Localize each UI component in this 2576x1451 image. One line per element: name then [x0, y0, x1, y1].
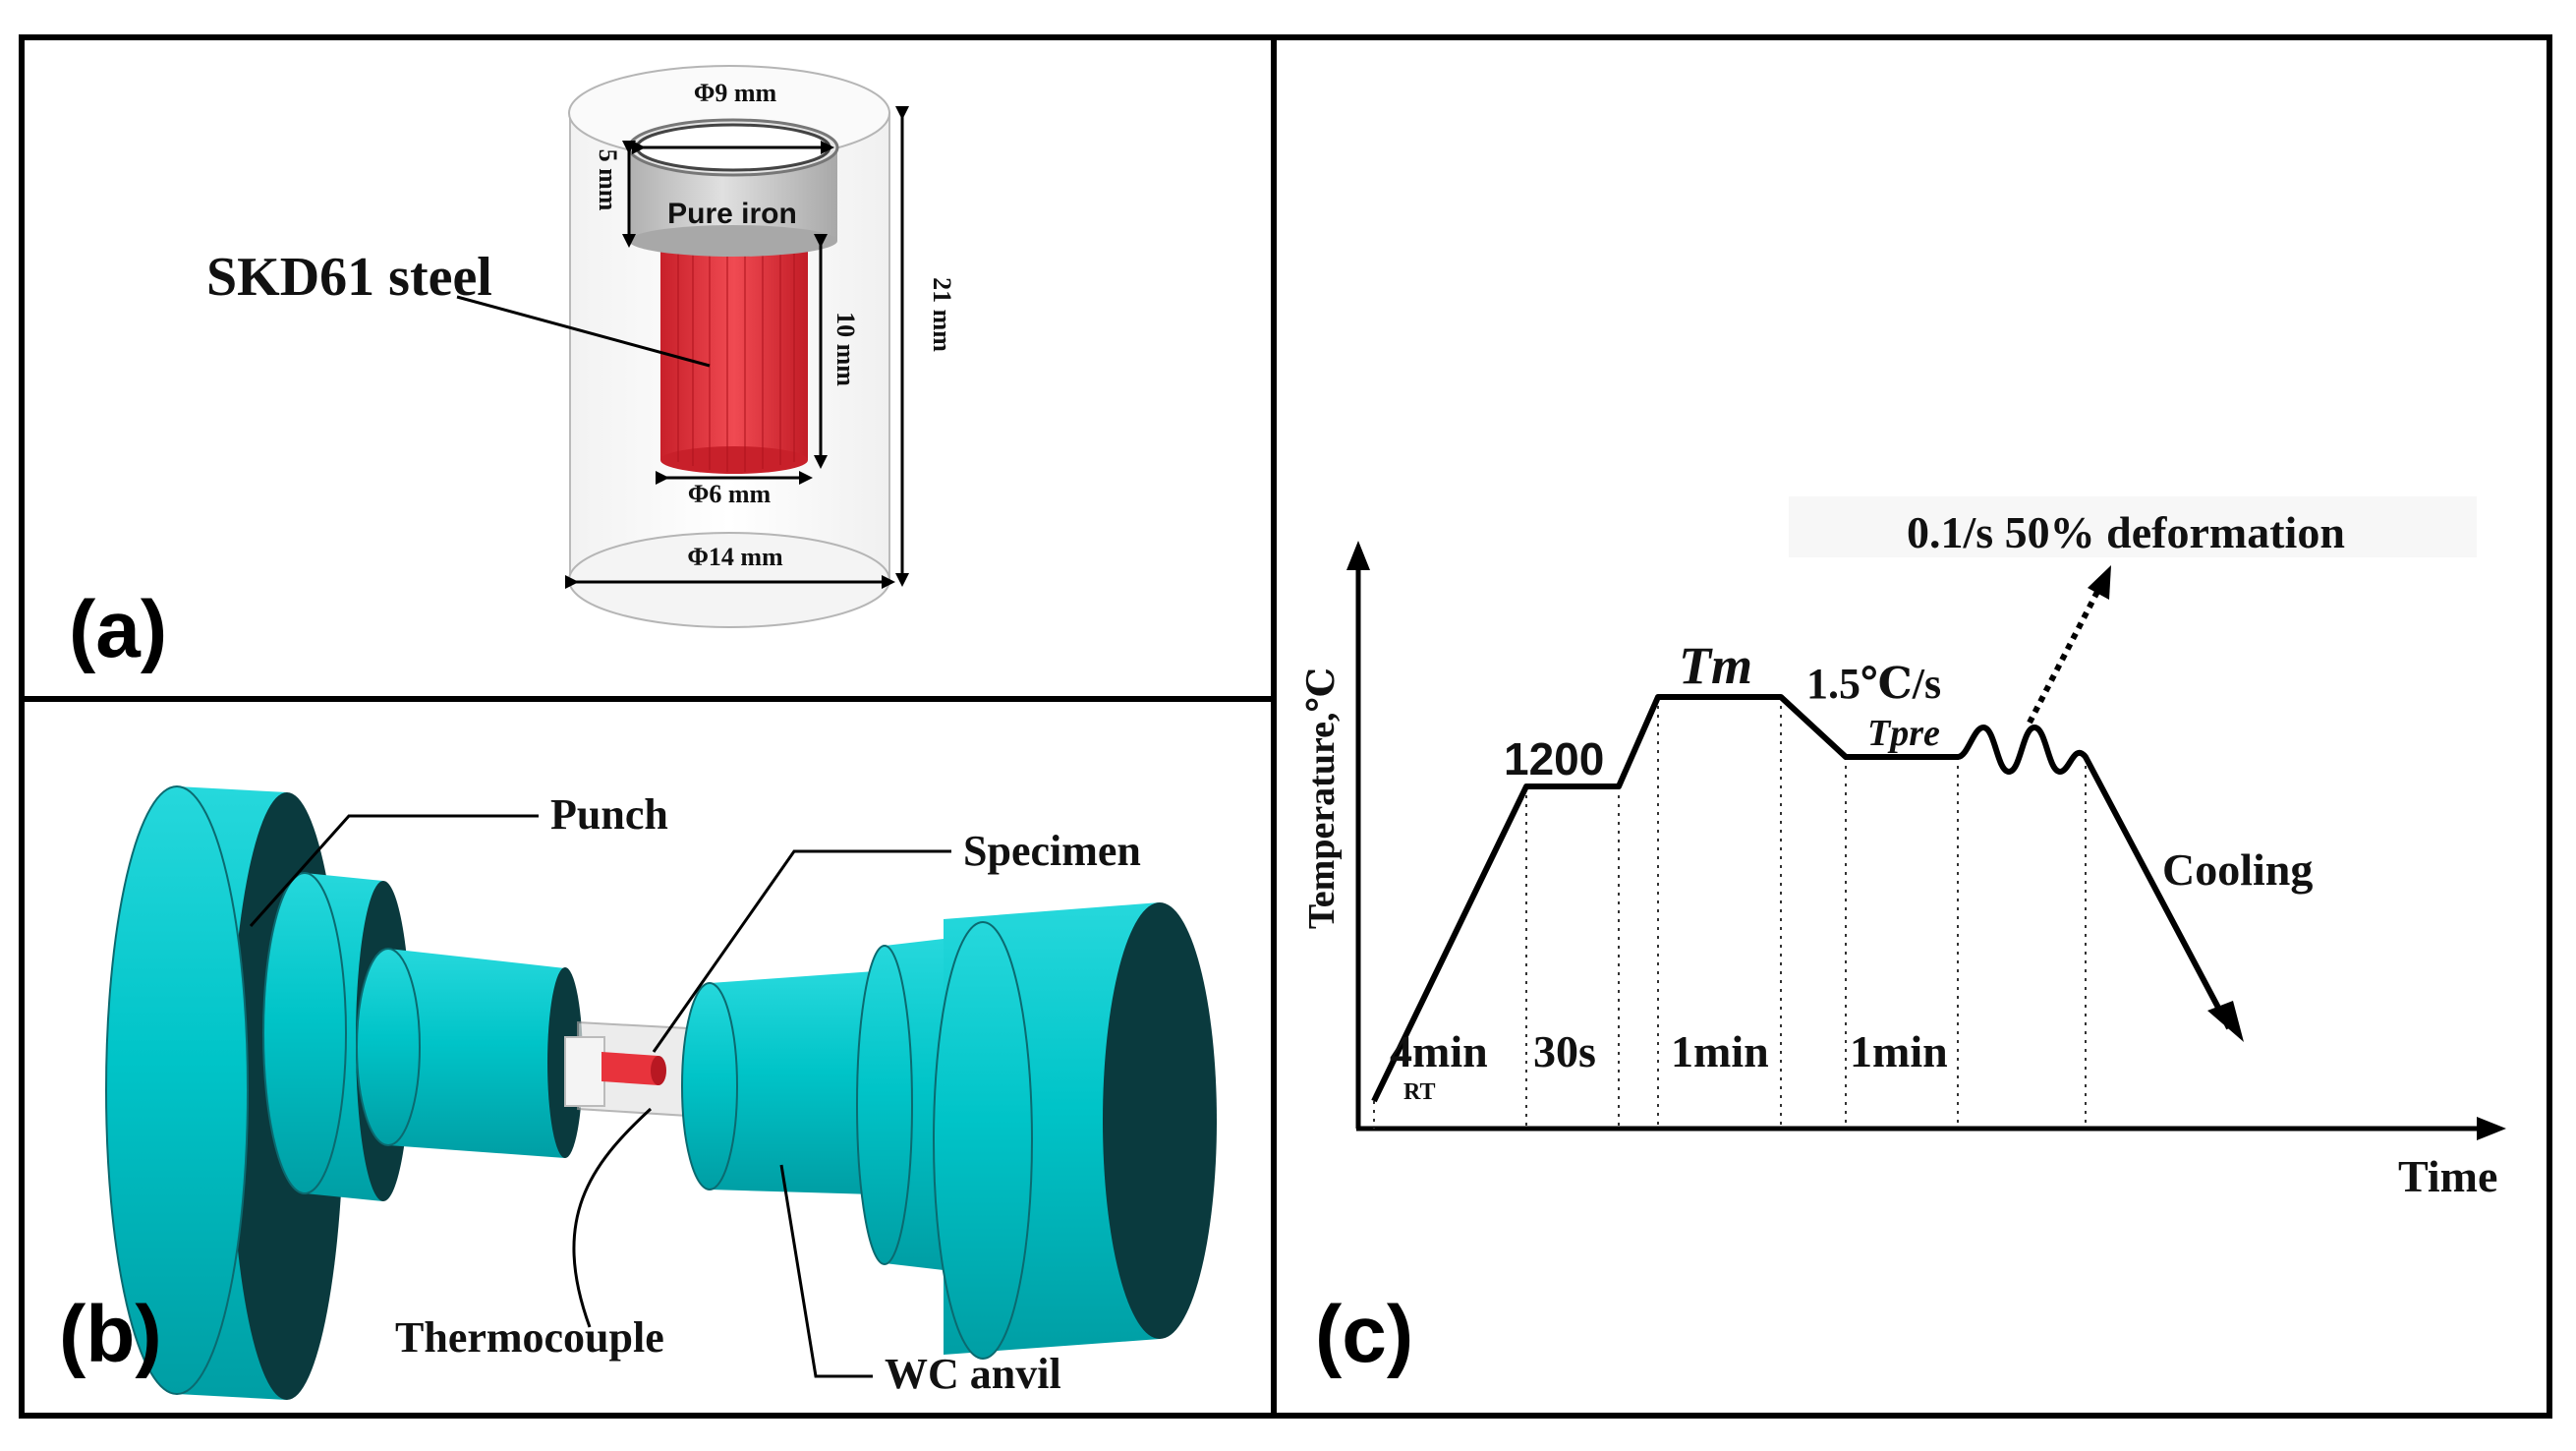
segment-guides [1373, 697, 2087, 1129]
leader-lines [249, 814, 951, 1378]
panel-b-letter: (b) [59, 1290, 162, 1379]
iron-label: Pure iron [667, 198, 797, 230]
segment-label-30s: 30s [1533, 1026, 1596, 1076]
temperature-profile [1371, 694, 2229, 1103]
anvil-shaft [681, 971, 875, 1194]
deformation-arrow-line [2027, 588, 2101, 725]
panel-a-letter: (a) [69, 585, 167, 674]
dim-total-height: 21 mm [928, 277, 956, 352]
dim-steel-height: 10 mm [831, 312, 860, 386]
anvil-disk-large [933, 902, 1217, 1360]
deformation-label: 0.1/s 50% deformation [1907, 507, 2345, 557]
anvil-disk-small [856, 939, 944, 1270]
panel-c: 0.1/s 50% deformation 1200 Tm 1.5℃/s Tpr… [1301, 496, 2506, 1379]
segment-label-1min-b: 1min [1850, 1026, 1948, 1076]
punch-label: Punch [550, 790, 668, 839]
label-tpre: Tpre [1867, 713, 1940, 754]
label-tm: Tm [1679, 636, 1752, 695]
y-axis-arrow [1346, 541, 1370, 570]
panel-b: Punch Specimen Thermocouple WC anvil (b) [59, 785, 1217, 1400]
y-axis-label: Temperature,℃ [1301, 667, 1343, 929]
specimen-label: Specimen [963, 827, 1141, 875]
label-rt: RT [1403, 1079, 1436, 1105]
specimen [564, 1020, 689, 1118]
panel-c-letter: (c) [1315, 1290, 1413, 1379]
dim-iron-height: 5 mm [594, 149, 622, 211]
thermocouple-label: Thermocouple [395, 1313, 664, 1362]
dim-steel-diameter: Φ6 mm [688, 480, 772, 508]
punch-disk-large [105, 785, 344, 1400]
cooling-arrow [2207, 1001, 2244, 1042]
anvil-label: WC anvil [885, 1350, 1061, 1398]
steel-rod [660, 236, 808, 474]
segment-label-1min-a: 1min [1671, 1026, 1769, 1076]
label-rate: 1.5℃/s [1806, 660, 1941, 708]
punch-shaft [356, 948, 583, 1158]
x-axis-label: Time [2398, 1151, 2497, 1201]
steel-label: SKD61 steel [206, 247, 492, 308]
axes [1355, 555, 2487, 1132]
label-1200: 1200 [1504, 733, 1604, 784]
dimension-lines [456, 106, 909, 589]
dim-top-diameter: Φ9 mm [694, 79, 777, 107]
panel-c-frame [1271, 34, 2552, 1419]
panel-a: Pure iron Φ9 mm 5 mm 10 mm Φ6 mm Φ14 mm … [69, 65, 956, 674]
label-cooling: Cooling [2162, 844, 2313, 895]
deformation-arrow-head [2088, 565, 2111, 600]
x-axis-arrow [2477, 1117, 2506, 1140]
segment-label-4min: 4min [1390, 1026, 1488, 1076]
iron-cap [627, 118, 839, 257]
dim-outer-diameter: Φ14 mm [687, 543, 783, 571]
deformation-label-bg [1789, 496, 2477, 557]
